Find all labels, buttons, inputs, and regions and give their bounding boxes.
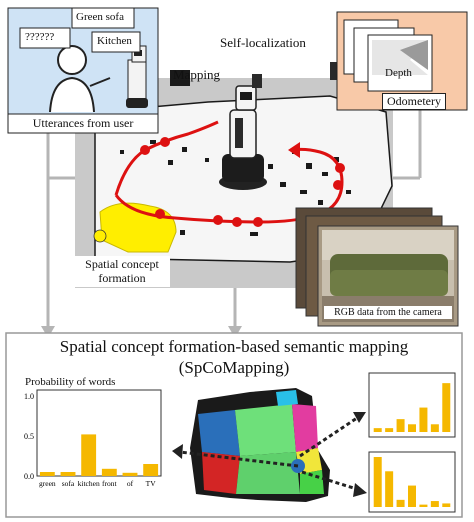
chart-top-right [368,372,456,438]
bar [373,428,382,432]
chart-bottom-right [368,451,456,513]
region-cyan [276,390,298,406]
category-label: of [127,479,134,488]
trajectory-points [140,137,345,227]
semantic-map [190,388,330,502]
speech-green-sofa: Green sofa [76,11,124,23]
bar [430,501,439,507]
region-red [202,452,240,494]
mapping-arrows [179,414,361,492]
bar-front [101,468,117,476]
bar-sofa [60,472,76,476]
bar [408,485,416,507]
category-label: kitchen [78,479,100,488]
panel-subtitle: (SpCoMapping) [178,358,290,377]
region-blue [198,410,240,456]
bar [430,424,439,432]
arrowhead-left [41,326,55,338]
category-label: TV [146,479,157,488]
bar-green [39,472,55,476]
y-tick-label: 0.5 [24,432,34,441]
user-utterance-panel [7,7,159,134]
concept-blob [93,229,107,243]
trajectory-arrowhead [288,142,300,158]
arrow-to-top-right-chart [299,414,361,458]
arrow-to-left-chart [179,450,299,468]
label-spatial-concept-line1: Spatial concept [85,257,159,271]
speech-kitchen: Kitchen [97,35,132,47]
category-label: front [102,479,117,488]
arrow-to-bottom-right-chart [301,470,361,492]
bar [385,428,394,432]
label-spatial-concept-line2: formation [98,271,146,285]
speech-unknown: ?????? [25,31,55,43]
bar-of [122,472,138,476]
category-label: sofa [62,479,75,488]
panel-title: Spatial concept formation-based semantic… [59,337,409,356]
region-green-2 [236,452,300,494]
bar-kitchen [81,434,97,476]
bar [408,424,416,432]
label-odometry: Odometery [382,93,446,110]
robot-center [219,74,267,190]
label-spatial-concept: Spatial concept formation [74,256,170,287]
chart-frame-bottom-right [368,451,456,513]
flow-arrowheads [41,326,242,338]
label-mapping: Mapping [173,67,220,82]
bar [419,407,428,432]
region-green [235,404,296,456]
y-tick-label: 0.0 [24,472,34,481]
label-utterances: Utterances from user [32,116,134,130]
label-depth: Depth [385,67,412,79]
region-magenta [292,404,318,452]
bar [396,499,405,507]
bar [442,503,451,507]
map-wall-top [170,70,190,86]
bar-TV [143,464,159,476]
bar [442,383,451,432]
y-tick-label: 1.0 [24,392,34,401]
mapping-arrowheads [172,412,367,497]
label-self-localization: Self-localization [220,35,306,50]
bar [419,504,428,507]
label-rgb: RGB data from the camera [324,306,452,319]
bar [373,457,382,507]
category-label: green [39,479,56,488]
chart-frame-left [36,389,162,477]
bar [385,471,394,507]
label-prob-words: Probability of words [25,376,116,388]
arrowhead-mid [228,326,242,338]
bar [396,419,405,432]
